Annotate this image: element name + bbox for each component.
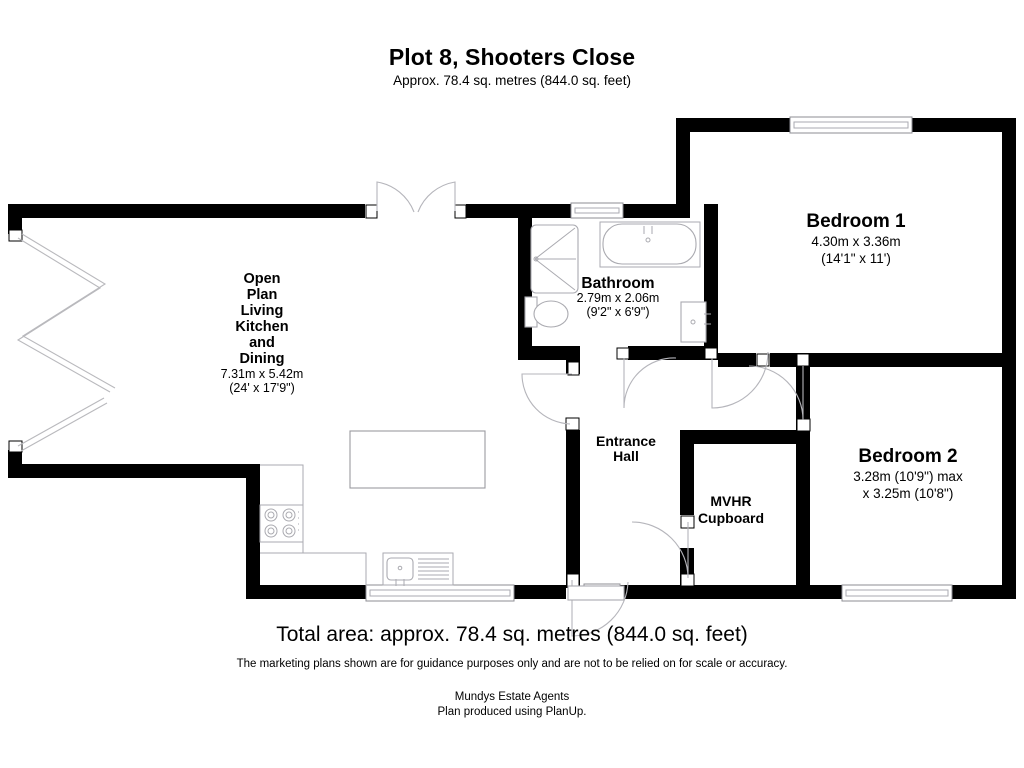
label-entrance-hall-line1: Entrance	[596, 433, 656, 449]
room-labels: Open Plan Living Kitchen and Dining 7.31…	[221, 211, 963, 526]
kitchen-fixtures	[259, 430, 486, 586]
label-bedroom1-dim-imperial: (14'1" x 11')	[821, 251, 891, 266]
label-bedroom2-dim-metric: 3.28m (10'9") max	[853, 469, 963, 484]
label-mvhr-line1: MVHR	[710, 493, 751, 509]
agent-name: Mundys Estate Agents	[454, 691, 570, 703]
plan-header: Plot 8, Shooters Close Approx. 78.4 sq. …	[0, 44, 1024, 90]
bathtub	[599, 221, 701, 268]
window-bedroom1	[789, 116, 913, 134]
bathroom-fixtures	[524, 221, 711, 343]
page-subtitle: Approx. 78.4 sq. metres (844.0 sq. feet)	[393, 73, 631, 88]
label-open-plan-line6: Dining	[239, 351, 284, 367]
page-title: Plot 8, Shooters Close	[388, 44, 636, 70]
label-open-plan-line2: Plan	[247, 287, 278, 303]
label-entrance-hall-line2: Hall	[613, 448, 639, 464]
label-bathroom-dim-imperial: (9'2" x 6'9")	[587, 305, 650, 319]
label-bedroom2-dim-imperial: x 3.25m (10'8")	[863, 486, 954, 501]
toilet	[524, 296, 569, 328]
single-door-lower-left	[17, 397, 108, 452]
window-bedroom2	[841, 584, 953, 602]
dining-table	[349, 430, 486, 489]
hob	[259, 504, 304, 543]
door-mvhr	[631, 521, 689, 579]
window-bathroom	[570, 202, 624, 219]
label-open-plan-line3: Living	[241, 303, 284, 319]
door-jambs	[8, 204, 811, 587]
label-open-plan-line4: Kitchen	[235, 319, 288, 335]
label-bedroom1-dim-metric: 4.30m x 3.36m	[811, 234, 900, 249]
doors	[16, 181, 804, 637]
shower-tray	[530, 224, 579, 294]
door-bathroom	[623, 357, 677, 409]
total-area-text: Total area: approx. 78.4 sq. metres (844…	[276, 623, 748, 646]
label-mvhr-line2: Cupboard	[698, 510, 764, 526]
door-bedroom2	[748, 365, 804, 421]
label-bathroom-dim-metric: 2.79m x 2.06m	[577, 291, 660, 305]
door-bedroom1	[711, 351, 769, 409]
label-bedroom1-name: Bedroom 1	[806, 211, 906, 232]
plan-footer: Total area: approx. 78.4 sq. metres (844…	[0, 622, 1024, 720]
wall-structure	[8, 118, 1016, 599]
label-open-plan-dim-metric: 7.31m x 5.42m	[221, 367, 304, 381]
label-open-plan-dim-imperial: (24' x 17'9")	[229, 381, 295, 395]
label-bedroom2-name: Bedroom 2	[858, 446, 957, 467]
plan-producer: Plan produced using PlanUp.	[437, 706, 587, 718]
front-door	[567, 580, 629, 637]
label-bathroom-name: Bathroom	[581, 275, 654, 292]
door-living	[521, 373, 572, 425]
windows	[365, 116, 953, 602]
label-open-plan-line1: Open	[243, 271, 280, 287]
window-kitchen	[365, 584, 515, 602]
label-open-plan-line5: and	[249, 335, 275, 351]
bifold-doors-upper-left	[16, 233, 116, 393]
wash-basin	[680, 301, 711, 343]
disclaimer-text: The marketing plans shown are for guidan…	[236, 658, 788, 670]
kitchen-sink	[382, 552, 454, 586]
french-doors-top	[376, 181, 456, 213]
